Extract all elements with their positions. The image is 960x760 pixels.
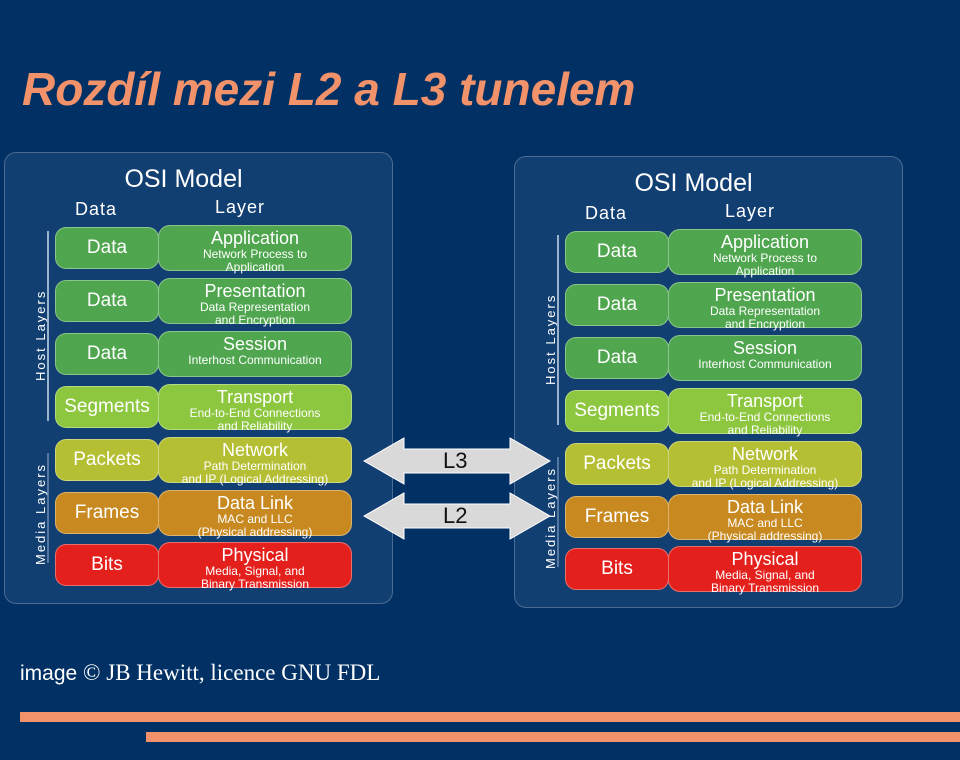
media-layers-label: Media Layers <box>33 462 48 565</box>
layer-name: Presentation <box>714 285 816 305</box>
layer-description: and Reliability <box>727 423 803 437</box>
layer-description: MAC and LLC <box>727 516 803 530</box>
layer-name: Network <box>731 444 798 464</box>
layer-description: Application <box>225 260 285 274</box>
layer-description: and Encryption <box>724 317 806 331</box>
layer-name: Session <box>732 338 798 358</box>
layer-description: MAC and LLC <box>217 512 293 526</box>
layer-description: and Encryption <box>214 313 296 327</box>
layer-name: Session <box>222 334 288 354</box>
slide-title: Rozdíl mezi L2 a L3 tunelem <box>22 63 636 115</box>
layer-name: Physical <box>731 549 799 569</box>
layer-description: Network Process to <box>712 251 818 265</box>
layer-description: Binary Transmission <box>710 581 820 595</box>
layer-description: End-to-End Connections <box>189 406 321 420</box>
data-unit-cell: Data <box>55 280 159 322</box>
layer-name: Data Link <box>216 493 294 513</box>
layer-description: Application <box>735 264 795 278</box>
layer-description: Media, Signal, and <box>715 568 815 582</box>
data-unit-cell: Data <box>565 337 669 379</box>
host-layers-label: Host Layers <box>33 289 48 381</box>
layer-description: (Physical addressing) <box>197 525 313 539</box>
data-unit-cell: Bits <box>55 544 159 586</box>
column-header-data: Data <box>585 203 628 223</box>
image-credit: image © JB Hewitt, licence GNU FDL <box>20 660 380 686</box>
layer-name: Physical <box>221 545 289 565</box>
layer-name: Application <box>210 228 300 248</box>
l2-label: L2 <box>443 503 468 528</box>
layer-description: and IP (Logical Addressing) <box>691 476 839 490</box>
layer-description: Interhost Communication <box>698 357 832 371</box>
credit-prefix: image <box>20 662 84 685</box>
data-unit-cell: Bits <box>565 548 669 590</box>
layer-name: Transport <box>216 387 294 407</box>
data-unit-cell: Packets <box>55 439 159 481</box>
layer-name: Presentation <box>204 281 306 301</box>
column-header-layer: Layer <box>725 201 776 221</box>
data-unit-cell: Data <box>55 333 159 375</box>
data-unit-cell: Data <box>55 227 159 269</box>
layer-name: Data Link <box>726 497 804 517</box>
layer-description: Binary Transmission <box>200 577 310 591</box>
layer-description: Data Representation <box>709 304 821 318</box>
data-unit-cell: Frames <box>55 492 159 534</box>
layer-description: and Reliability <box>217 419 293 433</box>
credit-text: © JB Hewitt, licence GNU FDL <box>83 660 381 685</box>
layer-description: Path Determination <box>203 459 307 473</box>
column-header-data: Data <box>75 199 118 219</box>
data-unit-cell: Frames <box>565 496 669 538</box>
layer-name: Network <box>221 440 288 460</box>
host-layers-line <box>47 231 49 421</box>
accent-bar-top <box>20 712 960 722</box>
l3-arrow <box>362 437 552 485</box>
layer-name: Transport <box>726 391 804 411</box>
data-unit-cell: Data <box>565 284 669 326</box>
layer-description: Network Process to <box>202 247 308 261</box>
l2-arrow <box>362 492 552 540</box>
layer-description: and IP (Logical Addressing) <box>181 472 329 486</box>
data-unit-cell: Data <box>565 231 669 273</box>
l3-label: L3 <box>443 448 468 473</box>
data-unit-cell: Segments <box>565 390 669 432</box>
osi-model-title: OSI Model <box>124 165 243 193</box>
layer-description: (Physical addressing) <box>707 529 823 543</box>
accent-bar-bottom <box>146 732 960 742</box>
layer-description: Data Representation <box>199 300 311 314</box>
host-layers-label: Host Layers <box>543 293 558 385</box>
media-layers-line <box>47 453 49 563</box>
layer-description: Path Determination <box>713 463 817 477</box>
data-unit-cell: Packets <box>565 443 669 485</box>
column-header-layer: Layer <box>215 197 266 217</box>
layer-description: Interhost Communication <box>188 353 322 367</box>
osi-model-title: OSI Model <box>634 169 753 197</box>
layer-description: End-to-End Connections <box>699 410 831 424</box>
layer-description: Media, Signal, and <box>205 564 305 578</box>
data-unit-cell: Segments <box>55 386 159 428</box>
layer-name: Application <box>720 232 810 252</box>
media-layers-line <box>557 457 559 567</box>
host-layers-line <box>557 235 559 425</box>
